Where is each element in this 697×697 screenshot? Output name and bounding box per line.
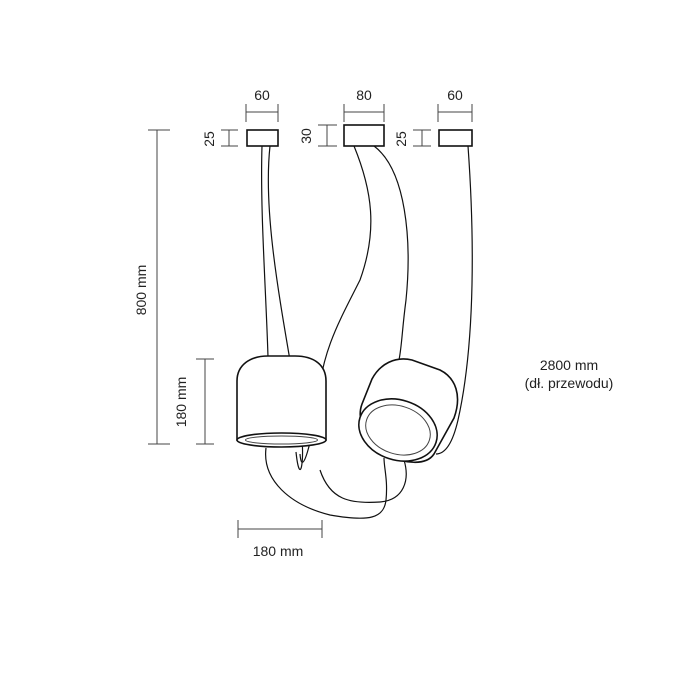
canopy-width-left-label: 60 xyxy=(254,87,270,103)
canopy-center xyxy=(343,124,385,147)
shade-width-label: 180 mm xyxy=(253,543,304,559)
cable-length-note-label: (dł. przewodu) xyxy=(525,375,614,391)
cables xyxy=(260,145,473,519)
shade-left xyxy=(236,355,327,448)
canopy-right xyxy=(438,129,473,147)
shade-right xyxy=(358,358,459,464)
canopy-height-dimension-right: 25 xyxy=(393,129,431,147)
cable-length-note: 2800 mm (dł. przewodu) xyxy=(525,357,614,391)
shade-height-label: 180 mm xyxy=(173,377,189,428)
shade-height-dimension: 180 mm xyxy=(173,358,214,445)
canopy-width-dimension-center: 80 xyxy=(343,87,385,122)
canopy-left xyxy=(246,129,279,147)
canopy-height-dimension-left: 25 xyxy=(201,129,238,147)
canopy-width-center-label: 80 xyxy=(356,87,372,103)
canopy-width-dimension-left: 60 xyxy=(245,87,279,122)
cable-length-label: 2800 mm xyxy=(540,357,598,373)
canopy-height-left-label: 25 xyxy=(201,131,217,147)
canopy-height-center-label: 30 xyxy=(298,128,314,144)
canopy-width-right-label: 60 xyxy=(447,87,463,103)
canopy-width-dimension-right: 60 xyxy=(437,87,473,122)
overall-height-dimension: 800 mm xyxy=(133,129,170,445)
shade-width-dimension: 180 mm xyxy=(237,520,323,559)
canopy-height-right-label: 25 xyxy=(393,131,409,147)
canopy-height-dimension-center: 30 xyxy=(298,124,337,147)
overall-height-label: 800 mm xyxy=(133,265,149,316)
